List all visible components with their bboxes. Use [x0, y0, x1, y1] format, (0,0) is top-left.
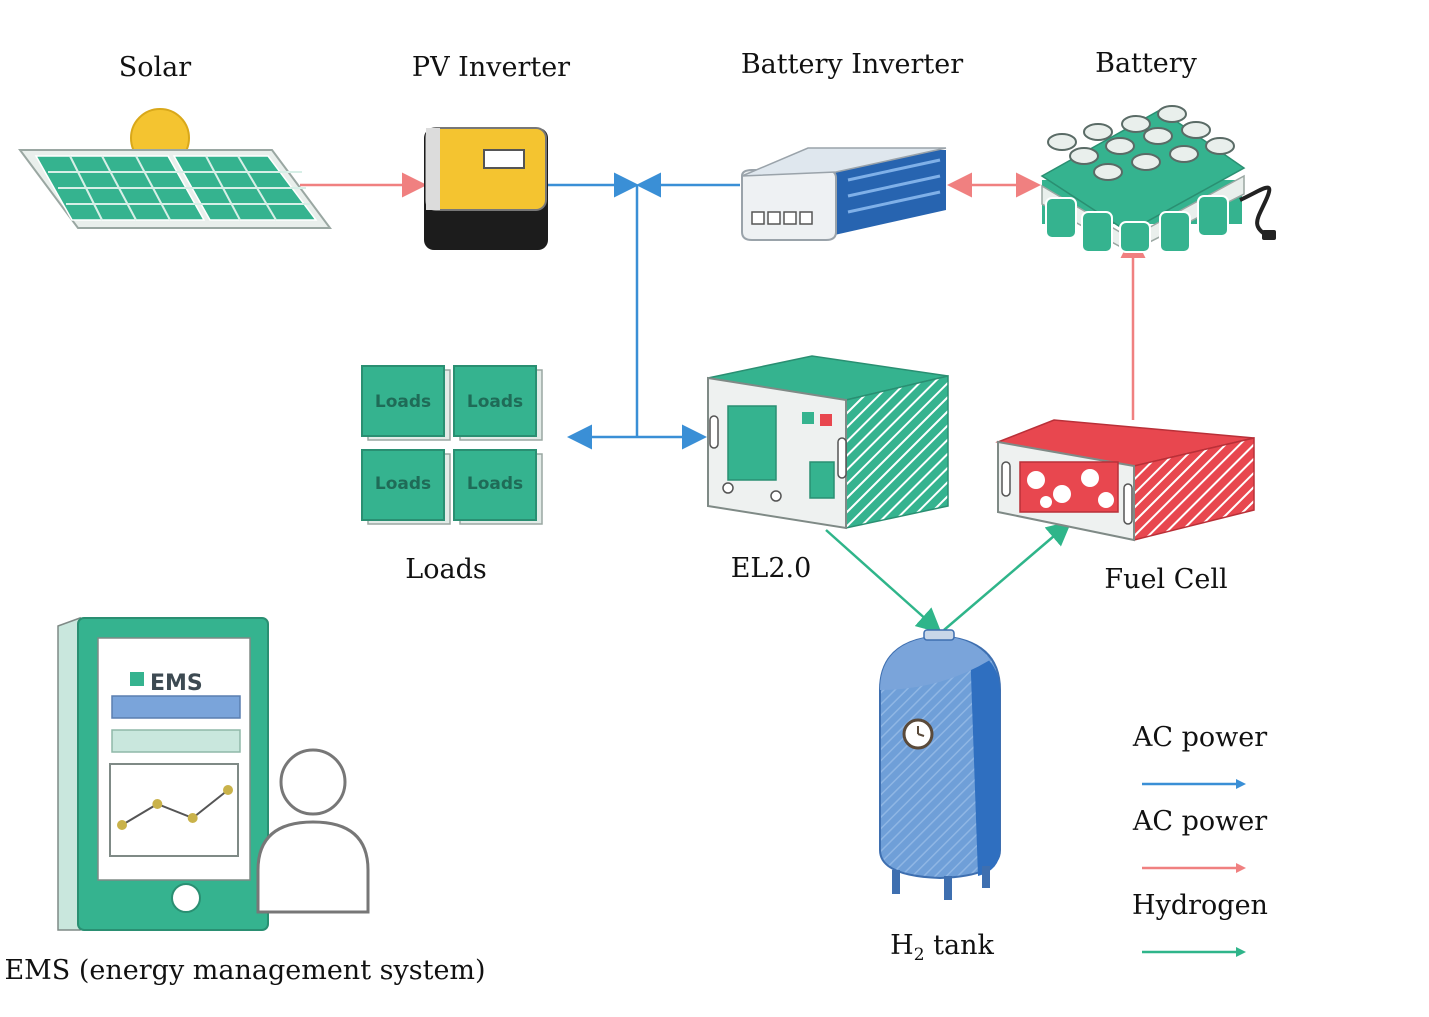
h2-tank-label: H2 tank [890, 930, 994, 965]
ems-chart-point [117, 820, 127, 830]
legend-label: AC power [1132, 806, 1267, 837]
tank-to-fuelcell-arrow [943, 520, 1072, 631]
load-tile-label: Loads [467, 392, 523, 412]
ems-mini-chart [117, 785, 233, 830]
load-tile: Loads [453, 449, 543, 525]
fuel-cell-icon [995, 419, 1255, 542]
battery-inverter-label: Battery Inverter [741, 49, 963, 80]
ems-label: EMS (energy management system) [4, 955, 485, 986]
ems-chart-line [121, 789, 229, 826]
solar-panel-icon [18, 108, 332, 229]
h2-tank-label-prefix: H [890, 930, 914, 961]
pv-inverter-icon [424, 127, 548, 250]
legend-arrowhead [1236, 779, 1246, 789]
ems-chart-point [187, 813, 198, 823]
load-tile-label: Loads [375, 392, 431, 412]
ems-tablet-icon: EMS [57, 616, 269, 931]
ems-chart-point [152, 799, 163, 809]
load-tile: Loads [361, 449, 451, 525]
electrolyzer-icon [707, 355, 949, 530]
ems-screen-title: EMS [150, 671, 203, 696]
battery-label: Battery [1095, 48, 1198, 79]
loads-icon: Loads Loads Loads Loads [361, 365, 543, 525]
legend-arrowhead [1236, 863, 1246, 873]
battery-pack-icon [1040, 105, 1276, 253]
legend-label: Hydrogen [1132, 890, 1268, 921]
ems-chart-point [223, 785, 233, 795]
solar-label: Solar [119, 52, 191, 83]
h2-tank-icon [879, 629, 1001, 900]
legend-label: AC power [1132, 722, 1267, 753]
load-tile-label: Loads [467, 474, 523, 494]
load-tile: Loads [453, 365, 543, 441]
legend-arrowhead [1236, 947, 1246, 957]
load-tile-label: Loads [375, 474, 431, 494]
electrolyzer-to-tank-arrow [825, 529, 942, 634]
user-person-icon [256, 748, 370, 914]
electrolyzer-label: EL2.0 [731, 553, 812, 584]
fuel-cell-label: Fuel Cell [1104, 564, 1227, 595]
pv-inverter-label: PV Inverter [412, 52, 570, 83]
h2-tank-label-subscript: 2 [914, 945, 925, 965]
loads-label: Loads [405, 554, 486, 585]
h2-tank-label-suffix: tank [925, 930, 995, 961]
connectors [300, 172, 1146, 634]
load-tile: Loads [361, 365, 451, 441]
battery-inverter-icon [741, 147, 947, 241]
